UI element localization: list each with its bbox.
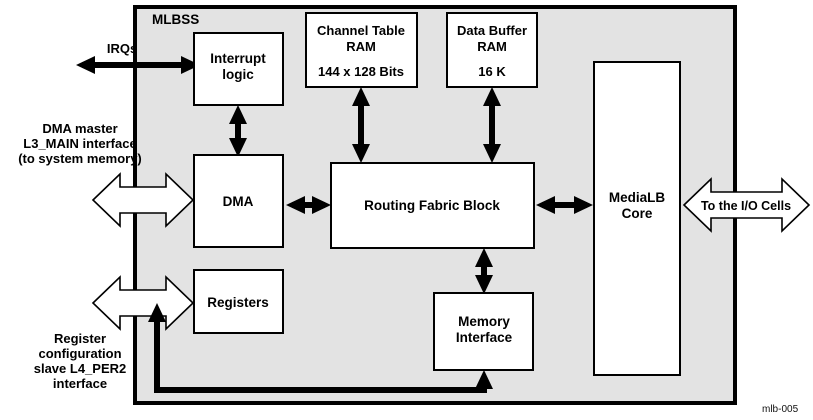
channel-table-ram-label-line3: 144 x 128 Bits xyxy=(318,64,404,79)
dma-routing-connector xyxy=(286,196,331,214)
dma-master-label-line2: L3_MAIN interface xyxy=(23,136,136,151)
routing-fabric-block-label: Routing Fabric Block xyxy=(364,198,500,213)
interrupt-logic-label-line1: Interrupt xyxy=(210,51,266,66)
registers-block xyxy=(193,269,284,334)
routing-memory-connector xyxy=(475,248,493,294)
register-config-label-line1: Register xyxy=(54,331,106,346)
medialb-core-label-line2: Core xyxy=(622,206,653,221)
io-cells-label: To the I/O Cells xyxy=(701,199,791,213)
medialb-core-block xyxy=(593,61,681,376)
memory-interface-label-line2: Interface xyxy=(456,330,513,345)
dma-block xyxy=(193,154,284,248)
io-cells-bus-arrow xyxy=(682,177,811,233)
routing-medialb-connector xyxy=(536,196,593,214)
channel-table-ram-connector xyxy=(352,87,370,163)
registers-label: Registers xyxy=(207,295,269,310)
data-buffer-ram-label-line3: 16 K xyxy=(478,64,506,79)
irqs-connector xyxy=(76,56,200,74)
memory-interface-block xyxy=(433,292,534,371)
medialb-core-label-line1: MediaLB xyxy=(609,190,666,205)
interrupt-logic-block xyxy=(193,32,284,106)
channel-table-ram-label-line2: RAM xyxy=(346,39,376,54)
memory-interface-label-line1: Memory xyxy=(458,314,510,329)
register-config-label-line3: slave L4_PER2 xyxy=(34,361,127,376)
register-config-label-line2: configuration xyxy=(38,346,121,361)
dma-label: DMA xyxy=(223,194,254,209)
register-config-label-line4: interface xyxy=(53,376,107,391)
irqs-label: IRQs xyxy=(107,41,137,56)
mlbss-frame-title: MLBSS xyxy=(152,12,199,27)
figure-caption: mlb-005 xyxy=(762,404,799,415)
data-buffer-ram-label-line1: Data Buffer xyxy=(457,23,527,38)
dma-master-label-line1: DMA master xyxy=(42,121,117,136)
dma-master-label-line3: (to system memory) xyxy=(18,151,142,166)
channel-table-ram-block xyxy=(305,12,418,88)
data-buffer-ram-label-line2: RAM xyxy=(477,39,507,54)
channel-table-ram-label-line1: Channel Table xyxy=(317,23,405,38)
interrupt-logic-label-line2: logic xyxy=(222,67,254,82)
interrupt-dma-connector xyxy=(229,105,247,157)
data-buffer-ram-connector xyxy=(483,87,501,163)
routing-fabric-block xyxy=(330,162,535,249)
memory-registers-feedback-connector xyxy=(148,303,493,393)
